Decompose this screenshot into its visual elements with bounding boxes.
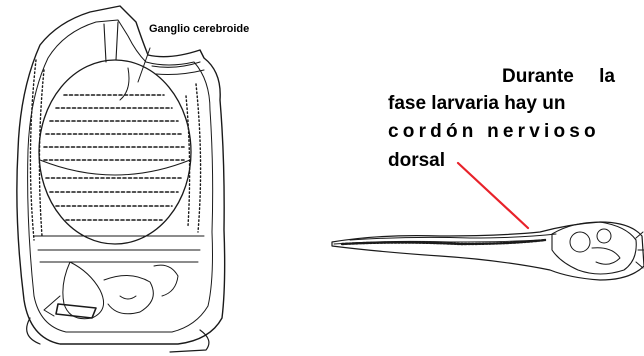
branchial-basket	[39, 60, 191, 244]
basket-inner-arc	[40, 160, 190, 175]
larva-sensory-vesicle	[570, 232, 590, 252]
gonad	[56, 304, 96, 318]
viscera	[44, 262, 178, 319]
stigmata-pattern	[44, 95, 184, 220]
oral-siphon	[104, 22, 118, 62]
septum-lines	[34, 236, 204, 262]
dotted-wall-rows	[30, 60, 200, 240]
larva-pharynx	[592, 248, 620, 265]
larva-drawing	[332, 222, 644, 280]
label-ganglio-cerebroide: Ganglio cerebroide	[149, 23, 249, 35]
annotation-line-1: Durante la	[502, 66, 615, 88]
annotation-line-2: fase larvaria hay un	[388, 93, 565, 115]
larva-outer-body	[332, 222, 644, 280]
adult-base	[27, 318, 209, 352]
adult-ascidian-drawing	[17, 6, 225, 352]
nerve-connection	[120, 48, 150, 100]
adhesive-papillae	[636, 232, 644, 268]
adult-mantle-outline	[28, 20, 213, 332]
pointer-line	[458, 163, 528, 228]
larva-eyespot	[597, 229, 611, 243]
annotation-line-4: dorsal	[388, 150, 445, 172]
annotation-line-3: cordón nervioso	[388, 121, 600, 143]
